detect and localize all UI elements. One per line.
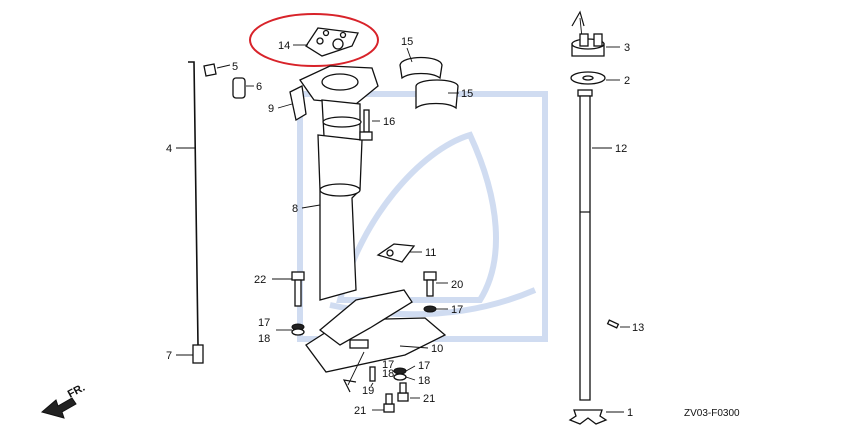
callout-17-mid: 17 [382,359,394,371]
part-21-bolts-lower [383,382,409,413]
callout-10: 10 [431,343,443,355]
part-8-drive-shaft-housing [299,65,447,373]
callout-11: 11 [425,247,436,259]
callout-17-left: 17 [258,317,270,329]
callout-15-lower: 15 [461,88,473,100]
callout-6: 6 [256,81,262,93]
callout-7: 7 [166,350,172,362]
callout-14: 14 [278,40,290,52]
part-19-pin [369,366,376,382]
callout-16: 16 [383,116,395,128]
drawing-code: ZV03-F0300 [684,408,740,419]
callout-8: 8 [292,203,298,215]
callout-5: 5 [232,61,238,73]
part-6-grommet [232,77,246,99]
part-20-bolt [423,271,437,297]
callout-3: 3 [624,42,630,54]
callout-18-left: 18 [258,333,270,345]
part-13-pin [606,319,620,329]
callout-17-right: 17 [451,304,463,316]
callout-17-lower-right: 17 [418,360,430,372]
part-9-guide [289,85,307,122]
part-17-washer-right [423,305,437,313]
callout-13: 13 [632,322,644,334]
part-14-gasket [305,27,359,57]
part-15-lower-mount [415,79,459,110]
callout-12: 12 [615,143,627,155]
callout-4: 4 [166,143,172,155]
front-direction-arrow-icon [40,397,77,419]
callout-1: 1 [627,407,633,419]
part-17-18-washers-left [291,323,305,336]
part-5-clip [203,63,217,77]
callout-19: 19 [362,385,374,397]
callout-labels: 14 15 15 5 6 9 16 4 8 11 22 20 17 17 18 … [166,36,644,419]
part-15-upper-mount [399,56,443,80]
callout-20: 20 [451,279,463,291]
front-direction-label: FR. [66,382,87,401]
callout-21-left: 21 [354,405,366,417]
callout-9: 9 [268,103,274,115]
part-1-water-pump-impeller [568,409,608,425]
part-4-shift-rod [188,61,199,346]
highlight-ellipse [249,13,379,67]
callout-22: 22 [254,274,266,286]
callout-21-right: 21 [423,393,435,405]
part-7-rod-end [192,344,204,364]
part-11-plate [376,243,416,263]
callout-15-upper: 15 [401,36,413,48]
callout-18-lower-right: 18 [418,375,430,387]
part-22-bolt [291,271,305,307]
part-16-bolt [359,109,373,141]
part-12-drive-shaft [577,89,593,401]
part-18-washers-lower [393,367,407,381]
part-3-bushing [571,33,605,57]
callout-18-mid: 18 [382,368,394,380]
part-2-washer [570,71,606,85]
callout-2: 2 [624,75,630,87]
assembly-arrow-lower [342,351,365,393]
